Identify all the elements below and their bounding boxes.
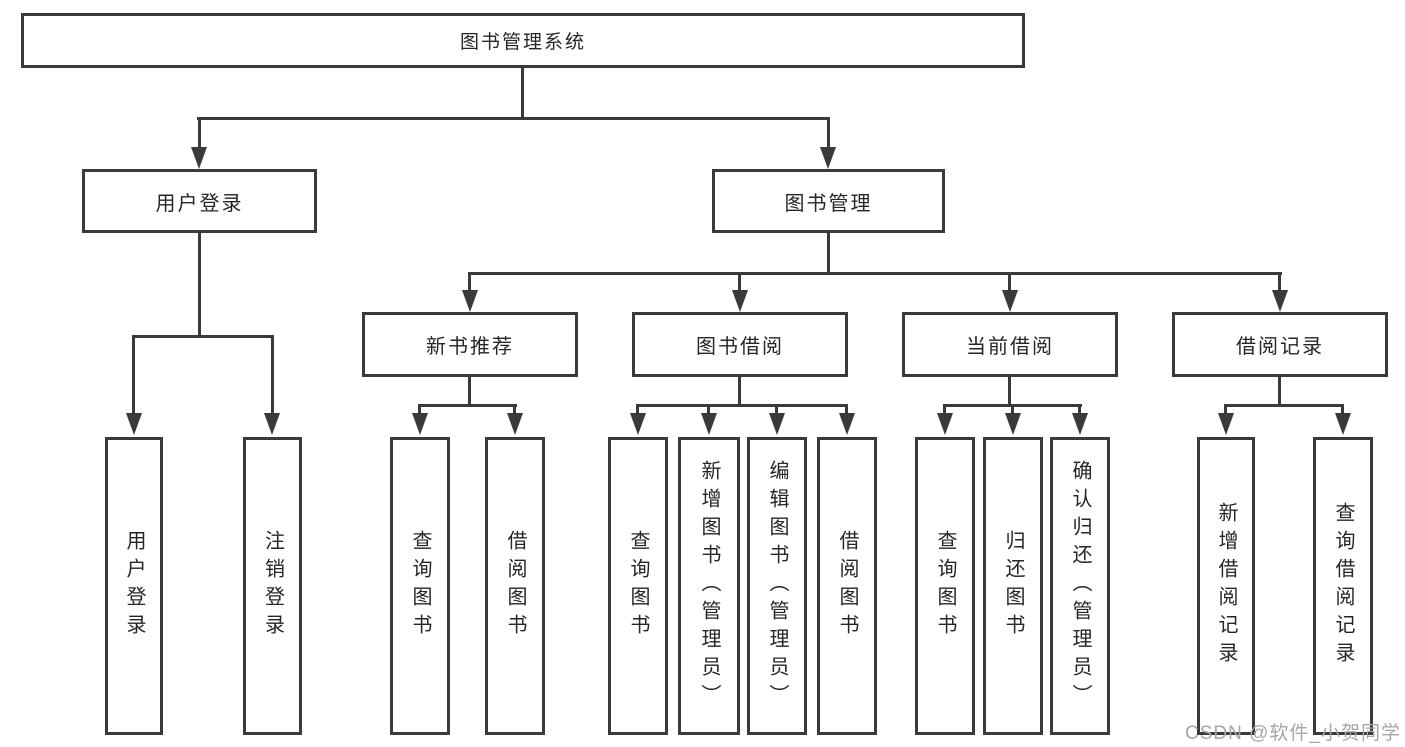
node-label: 查询借阅记录 bbox=[1332, 502, 1354, 670]
node-label: 图书借阅 bbox=[696, 336, 784, 358]
connector-line bbox=[707, 404, 710, 418]
node-label: 用户登录 bbox=[155, 192, 244, 215]
arrow-down-icon bbox=[1072, 413, 1088, 435]
leaf-query-books-2: 查询图书 bbox=[608, 437, 668, 735]
arrow-down-icon bbox=[191, 147, 207, 169]
node-label: 借阅图书 bbox=[836, 530, 858, 642]
node-label: 用户登录 bbox=[123, 530, 145, 642]
node-label: 新增图书（管理员） bbox=[698, 460, 720, 712]
connector-line bbox=[775, 404, 778, 418]
node-label: 查询图书 bbox=[934, 530, 956, 642]
node-root-system: 图书管理系统 bbox=[21, 13, 1025, 68]
arrow-down-icon bbox=[937, 413, 953, 435]
connector-line bbox=[1278, 377, 1281, 407]
leaf-query-books-1: 查询图书 bbox=[390, 437, 450, 735]
node-label: 归还图书 bbox=[1002, 530, 1024, 642]
node-label: 图书管理系统 bbox=[459, 32, 586, 53]
leaf-logout: 注销登录 bbox=[243, 437, 302, 735]
connector-line bbox=[1224, 404, 1344, 407]
connector-line bbox=[636, 404, 639, 418]
node-label: 图书管理 bbox=[784, 192, 873, 215]
connector-line bbox=[418, 404, 517, 407]
arrow-down-icon bbox=[630, 413, 646, 435]
connector-line bbox=[1224, 404, 1227, 418]
connector-line bbox=[132, 335, 274, 338]
connector-line bbox=[827, 233, 830, 275]
leaf-borrow-books-1: 借阅图书 bbox=[485, 437, 545, 735]
leaf-query-borrow-record: 查询借阅记录 bbox=[1313, 437, 1373, 735]
arrow-down-icon bbox=[264, 413, 280, 435]
arrow-down-icon bbox=[126, 413, 142, 435]
arrow-down-icon bbox=[1218, 413, 1234, 435]
connector-line bbox=[418, 404, 421, 418]
connector-line bbox=[827, 117, 830, 151]
node-user-login: 用户登录 bbox=[82, 169, 317, 233]
arrow-down-icon bbox=[701, 413, 717, 435]
arrow-down-icon bbox=[1002, 290, 1018, 312]
arrow-down-icon bbox=[769, 413, 785, 435]
node-label: 新增借阅记录 bbox=[1215, 502, 1237, 670]
connector-line bbox=[1278, 272, 1281, 294]
connector-line bbox=[198, 233, 201, 338]
arrow-down-icon bbox=[820, 147, 836, 169]
connector-line bbox=[738, 377, 741, 407]
connector-line bbox=[1341, 404, 1344, 418]
leaf-edit-books-admin: 编辑图书（管理员） bbox=[747, 437, 807, 735]
csdn-watermark: CSDN @软件_小贺同学 bbox=[1185, 723, 1401, 744]
node-book-management: 图书管理 bbox=[712, 169, 945, 233]
connector-line bbox=[521, 68, 524, 120]
connector-line bbox=[198, 117, 201, 151]
arrow-down-icon bbox=[507, 413, 523, 435]
node-new-book-recommend: 新书推荐 bbox=[362, 312, 578, 377]
connector-line bbox=[1078, 404, 1081, 418]
connector-line bbox=[271, 335, 274, 418]
connector-line bbox=[469, 272, 1282, 275]
leaf-confirm-return-admin: 确认归还（管理员） bbox=[1050, 437, 1110, 735]
node-borrow-records: 借阅记录 bbox=[1172, 312, 1388, 377]
leaf-return-books: 归还图书 bbox=[983, 437, 1043, 735]
node-label: 编辑图书（管理员） bbox=[766, 460, 788, 712]
node-label: 借阅记录 bbox=[1236, 336, 1324, 358]
arrow-down-icon bbox=[1272, 290, 1288, 312]
connector-line bbox=[468, 272, 471, 294]
leaf-borrow-books-2: 借阅图书 bbox=[817, 437, 877, 735]
connector-line bbox=[738, 272, 741, 294]
arrow-down-icon bbox=[1005, 413, 1021, 435]
node-label: 查询图书 bbox=[627, 530, 649, 642]
connector-line bbox=[132, 335, 135, 418]
node-book-borrow: 图书借阅 bbox=[632, 312, 848, 377]
connector-line bbox=[1008, 272, 1011, 294]
node-current-borrow: 当前借阅 bbox=[902, 312, 1118, 377]
node-label: 确认归还（管理员） bbox=[1069, 460, 1091, 712]
leaf-add-books-admin: 新增图书（管理员） bbox=[678, 437, 740, 735]
connector-line bbox=[1008, 377, 1011, 407]
node-label: 当前借阅 bbox=[966, 336, 1054, 358]
node-label: 新书推荐 bbox=[426, 336, 514, 358]
connector-line bbox=[197, 117, 830, 120]
leaf-query-books-3: 查询图书 bbox=[915, 437, 975, 735]
connector-line bbox=[845, 404, 848, 418]
arrow-down-icon bbox=[732, 290, 748, 312]
arrow-down-icon bbox=[462, 290, 478, 312]
connector-line bbox=[468, 377, 471, 407]
arrow-down-icon bbox=[412, 413, 428, 435]
node-label: 借阅图书 bbox=[504, 530, 526, 642]
arrow-down-icon bbox=[1335, 413, 1351, 435]
node-label: 注销登录 bbox=[261, 530, 284, 642]
node-label: 查询图书 bbox=[409, 530, 431, 642]
arrow-down-icon bbox=[839, 413, 855, 435]
leaf-user-login: 用户登录 bbox=[105, 437, 163, 735]
connector-line bbox=[513, 404, 516, 418]
connector-line bbox=[636, 404, 848, 407]
connector-line bbox=[943, 404, 946, 418]
connector-line bbox=[1011, 404, 1014, 418]
leaf-add-borrow-record: 新增借阅记录 bbox=[1197, 437, 1255, 735]
